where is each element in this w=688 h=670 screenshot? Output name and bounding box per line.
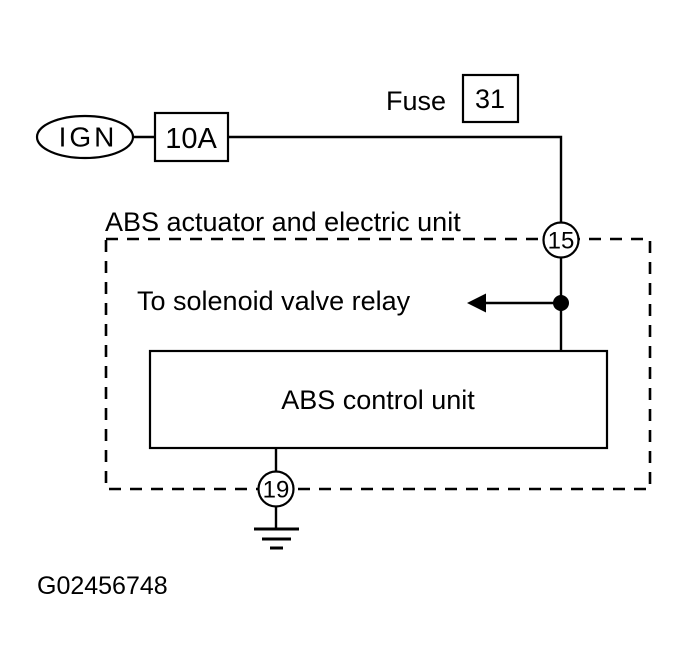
power-source-oval <box>35 114 135 160</box>
ground-symbol-icon <box>254 527 299 550</box>
control-unit-label: ABS control unit <box>281 385 475 415</box>
assembly-label: ABS actuator and electric unit <box>105 207 461 237</box>
arrowhead-left-icon <box>467 293 486 313</box>
fuse-rating-label: 10A <box>165 123 217 155</box>
connector-15-circle <box>542 221 580 259</box>
power-source-label: IGN <box>59 122 118 153</box>
connector-15-pin: 15 <box>548 228 575 255</box>
connector-19-pin: 19 <box>263 477 290 504</box>
figure-code: G02456748 <box>37 572 168 600</box>
fuse-rating-box <box>153 111 230 163</box>
fuse-number-box <box>461 73 520 124</box>
wire-junction-dot <box>553 295 569 311</box>
control-unit-box <box>148 349 609 450</box>
wire-fuse-to-connector-15 <box>228 135 563 224</box>
branch-label: To solenoid valve relay <box>137 286 411 316</box>
fuse-caption: Fuse <box>386 86 446 116</box>
connector-19-circle <box>257 470 295 508</box>
fuse-number: 31 <box>475 84 505 114</box>
